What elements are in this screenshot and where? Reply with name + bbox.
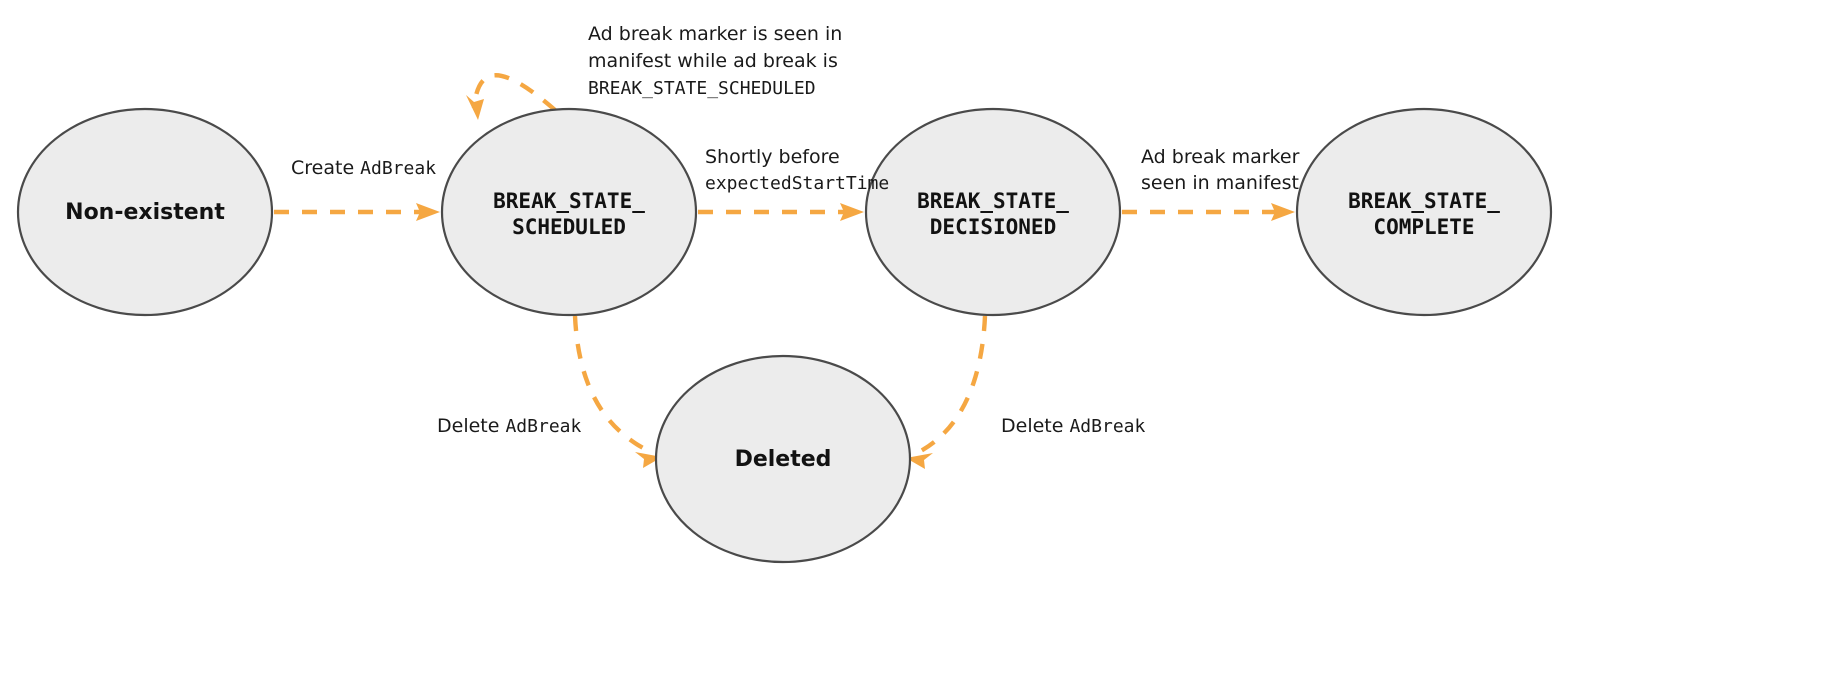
- node-scheduled[interactable]: BREAK_STATE_ SCHEDULED: [440, 107, 698, 317]
- edge-delete-from-scheduled-path: [572, 315, 652, 454]
- node-deleted[interactable]: Deleted: [654, 354, 912, 564]
- edge-label-loop-line1: Ad break marker is seen in: [588, 23, 842, 45]
- edge-labels-layer: Create AdBreak Ad break marker is seen i…: [291, 23, 1305, 437]
- node-label-nonexistent: Non-existent: [65, 200, 225, 225]
- edge-label-marker-seen-complete: Ad break marker seen in manifest: [1141, 146, 1305, 194]
- node-shape: [1295, 107, 1553, 317]
- edge-label-shortly-line1: Shortly before: [705, 146, 840, 168]
- node-label-scheduled-line1: BREAK_STATE_: [493, 189, 645, 213]
- edge-label-create-seg0: Create: [291, 157, 360, 179]
- edge-shortly-before[interactable]: [698, 203, 864, 221]
- edge-label-del1-seg0: Delete: [437, 415, 505, 437]
- edge-label-shortly-line2: expectedStartTime: [705, 173, 889, 194]
- edge-label-del2-seg1: AdBreak: [1069, 416, 1145, 437]
- arrowhead-icon: [466, 95, 484, 120]
- edge-label-loop-line2: manifest while ad break is: [588, 50, 838, 72]
- edge-label-create: Create AdBreak: [291, 157, 436, 179]
- edge-delete-from-decisioned-path: [915, 315, 988, 455]
- node-label-scheduled-line2: SCHEDULED: [512, 215, 626, 239]
- node-complete[interactable]: BREAK_STATE_ COMPLETE: [1295, 107, 1553, 317]
- node-shape: [864, 107, 1122, 317]
- arrowhead-icon: [840, 203, 864, 221]
- nodes-layer: Non-existent BREAK_STATE_ SCHEDULED BREA…: [16, 107, 1553, 564]
- arrowhead-icon: [416, 203, 440, 221]
- node-label-decisioned-line2: DECISIONED: [930, 215, 1056, 239]
- edge-delete-from-decisioned[interactable]: [906, 315, 988, 469]
- edge-marker-seen-loop[interactable]: [466, 73, 557, 120]
- edge-label-complete-line1: Ad break marker: [1141, 146, 1300, 168]
- node-label-decisioned-line1: BREAK_STATE_: [917, 189, 1069, 213]
- node-label-complete-line1: BREAK_STATE_: [1348, 189, 1500, 213]
- edge-label-shortly-before: Shortly before expectedStartTime: [705, 146, 889, 194]
- edge-label-delete-from-decisioned: Delete AdBreak: [1001, 415, 1145, 437]
- edge-delete-from-scheduled[interactable]: [572, 315, 662, 468]
- node-nonexistent[interactable]: Non-existent: [16, 107, 274, 317]
- edge-label-complete-line2: seen in manifest: [1141, 172, 1299, 194]
- edge-label-create-seg1: AdBreak: [360, 158, 436, 179]
- edge-marker-seen-complete[interactable]: [1122, 203, 1295, 221]
- edge-label-marker-seen-loop: Ad break marker is seen in manifest whil…: [588, 23, 848, 99]
- edge-label-delete-from-scheduled: Delete AdBreak: [437, 415, 581, 437]
- edge-label-loop-line3: BREAK_STATE_SCHEDULED: [588, 78, 816, 99]
- edge-label-del2-seg0: Delete: [1001, 415, 1069, 437]
- node-shape: [654, 354, 912, 564]
- node-shape: [440, 107, 698, 317]
- node-decisioned[interactable]: BREAK_STATE_ DECISIONED: [864, 107, 1122, 317]
- arrowhead-icon: [1271, 203, 1295, 221]
- node-label-deleted: Deleted: [735, 447, 832, 472]
- edge-label-del1-seg1: AdBreak: [505, 416, 581, 437]
- arrowhead-icon: [906, 453, 933, 469]
- edge-create[interactable]: [274, 203, 440, 221]
- node-label-complete-line2: COMPLETE: [1373, 215, 1474, 239]
- node-shape: [16, 107, 274, 317]
- edge-marker-seen-loop-path: [471, 73, 557, 112]
